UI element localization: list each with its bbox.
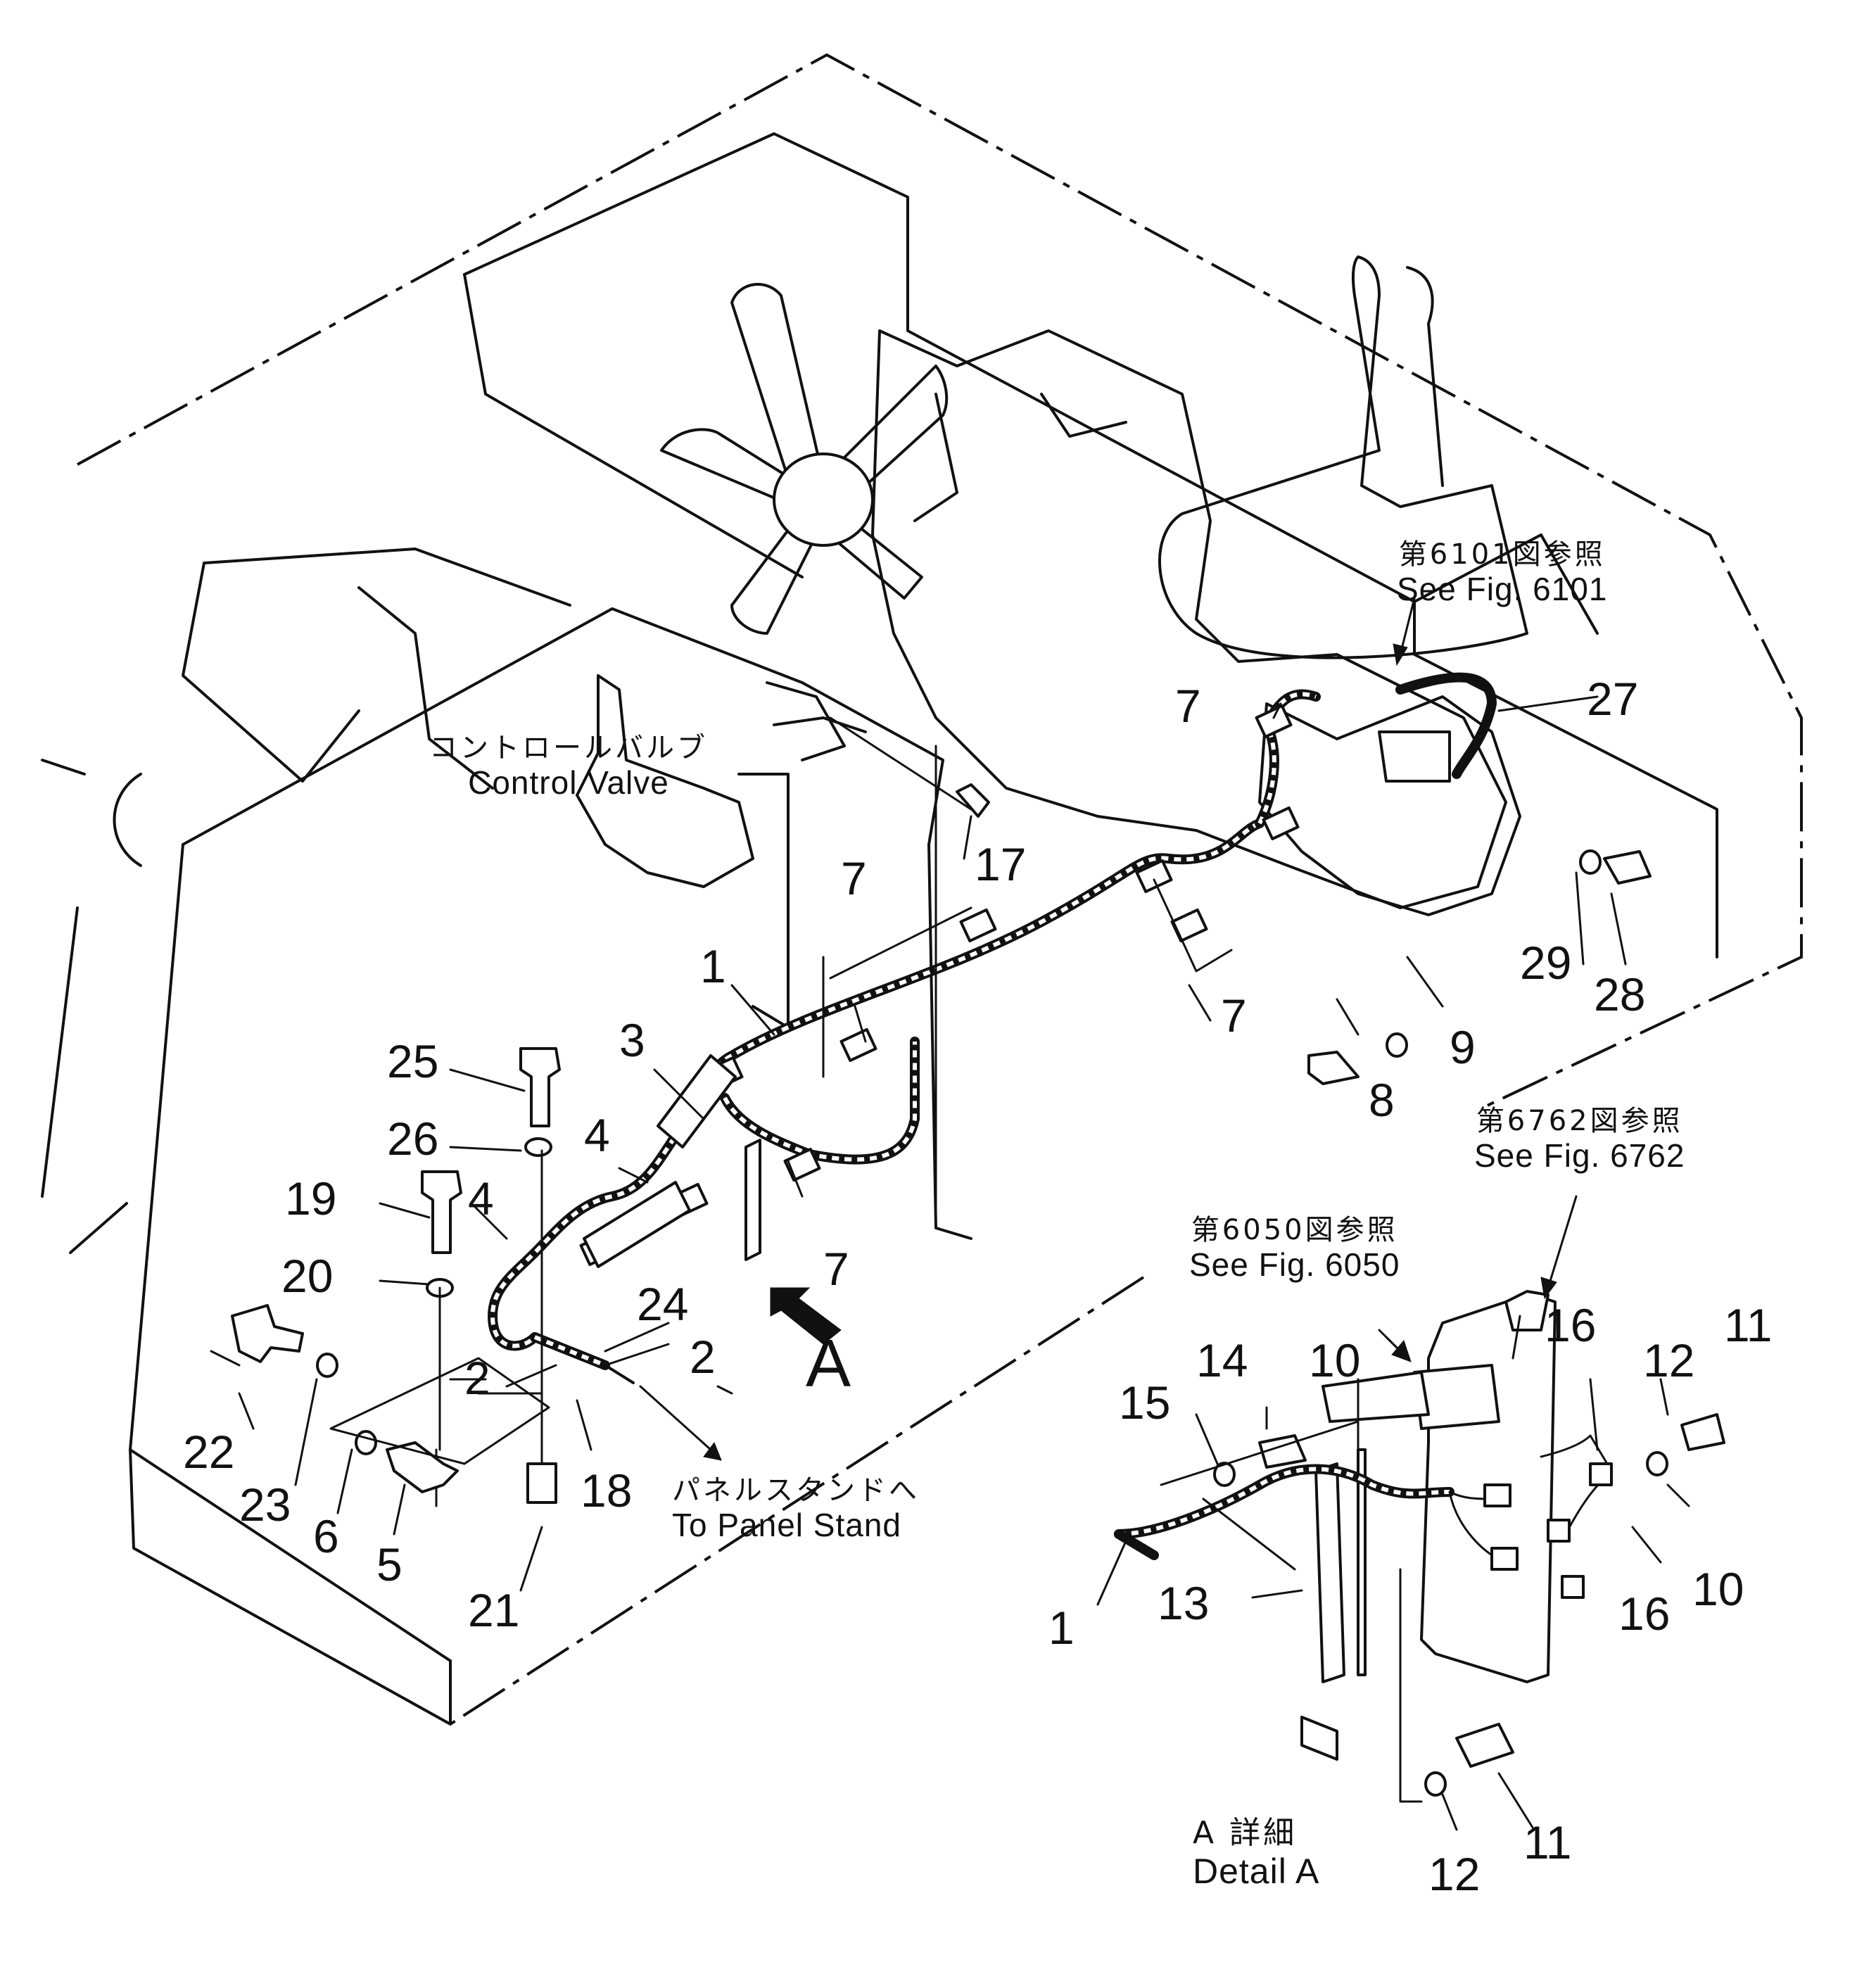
note-see-fig-6101-jp: 第6101図参照 <box>1398 538 1606 571</box>
callout-25: 25 <box>387 1035 439 1087</box>
sleeve-3 <box>657 1054 737 1148</box>
note-see-fig-6762-jp: 第6762図参照 <box>1476 1105 1683 1137</box>
callout-8: 8 <box>1369 1074 1395 1126</box>
callout-29: 29 <box>1520 937 1572 989</box>
leader-lines <box>210 695 1627 1592</box>
callout-7: 7 <box>1175 680 1201 732</box>
note-see-fig-6762: 第6762図参照 See Fig. 6762 <box>1474 1105 1685 1175</box>
callout-1: 1 <box>700 940 726 992</box>
callout-7: 7 <box>823 1243 849 1295</box>
muffler <box>1158 255 1528 659</box>
callout-13: 13 <box>1158 1577 1210 1629</box>
callout-27: 27 <box>1587 673 1639 725</box>
panel-stand-leader <box>639 1385 712 1451</box>
callout-10: 10 <box>1692 1563 1744 1615</box>
machine-outline <box>77 53 1803 1110</box>
callout-5: 5 <box>376 1538 403 1590</box>
bracket-plate <box>744 1139 761 1261</box>
note-control-valve-en: Control Valve <box>468 764 669 801</box>
callout-2: 2 <box>690 1331 716 1383</box>
callout-21: 21 <box>468 1584 520 1636</box>
engine-block <box>871 329 1507 909</box>
note-see-fig-6050: 第6050図参照 See Fig. 6050 <box>1189 1214 1400 1284</box>
callout-4: 4 <box>468 1172 494 1224</box>
view-arrow-A <box>770 1287 842 1345</box>
callout-11: 11 <box>1523 1816 1572 1868</box>
control-valve <box>576 674 754 888</box>
note-detail-A-en: Detail A <box>1193 1851 1320 1891</box>
callout-16: 16 <box>1545 1299 1597 1351</box>
callout-16: 16 <box>1618 1588 1671 1640</box>
note-see-fig-6101: 第6101図参照 See Fig. 6101 <box>1397 538 1607 608</box>
note-control-valve-jp: コントロールバルブ <box>429 732 708 764</box>
note-control-valve: コントロールバルブ Control Valve <box>429 732 708 802</box>
view-arrow-A-label: A <box>806 1326 851 1401</box>
callout-12: 12 <box>1643 1334 1695 1386</box>
callout-22: 22 <box>183 1426 235 1478</box>
note-to-panel-stand-en: To Panel Stand <box>672 1507 902 1543</box>
callout-6: 6 <box>313 1510 339 1562</box>
panel-stand-arrowhead <box>703 1441 722 1461</box>
callout-11: 11 <box>1724 1299 1773 1351</box>
callout-2: 2 <box>464 1352 490 1404</box>
fitting-17 <box>956 783 990 818</box>
note-to-panel-stand: パネルスタンドへ To Panel Stand <box>672 1474 920 1544</box>
machine-outline-lower <box>449 1276 1145 1726</box>
detail-A-view <box>1114 1290 1613 1803</box>
note-see-fig-6050-jp: 第6050図参照 <box>1191 1214 1398 1246</box>
callout-12: 12 <box>1428 1848 1481 1900</box>
left-machinery <box>41 548 571 1254</box>
note-detail-A-jp: A 詳細 <box>1193 1815 1298 1851</box>
note-see-fig-6050-en: See Fig. 6050 <box>1189 1246 1400 1283</box>
callout-9: 9 <box>1450 1021 1476 1073</box>
note-see-fig-6762-en: See Fig. 6762 <box>1474 1137 1685 1174</box>
callout-15: 15 <box>1119 1376 1171 1429</box>
hydraulic-pump <box>1258 695 1521 916</box>
callout-24: 24 <box>637 1278 689 1330</box>
callout-4: 4 <box>584 1109 610 1161</box>
callout-14: 14 <box>1196 1334 1248 1386</box>
cooling-fan <box>660 283 949 635</box>
clip-21 <box>526 1462 557 1504</box>
callout-7: 7 <box>1221 989 1247 1042</box>
callout-28: 28 <box>1594 968 1646 1020</box>
callout-23: 23 <box>239 1479 291 1531</box>
callout-10: 10 <box>1309 1334 1361 1386</box>
note-to-panel-stand-jp: パネルスタンドへ <box>672 1474 920 1507</box>
callout-1: 1 <box>1048 1602 1075 1654</box>
callout-3: 3 <box>619 1014 645 1066</box>
washers <box>316 849 1668 1797</box>
callout-18: 18 <box>581 1464 633 1517</box>
engine-deck <box>463 132 1718 958</box>
bolts <box>231 850 1725 1768</box>
callout-26: 26 <box>387 1113 439 1165</box>
callout-20: 20 <box>281 1250 334 1302</box>
sleeve-4 <box>583 1181 691 1268</box>
callout-19: 19 <box>285 1172 337 1224</box>
callout-7: 7 <box>841 852 867 904</box>
note-detail-A: A 詳細 Detail A <box>1193 1815 1320 1892</box>
note-see-fig-6101-en: See Fig. 6101 <box>1397 571 1608 607</box>
callout-17: 17 <box>975 838 1027 890</box>
body-slab <box>182 607 972 1240</box>
